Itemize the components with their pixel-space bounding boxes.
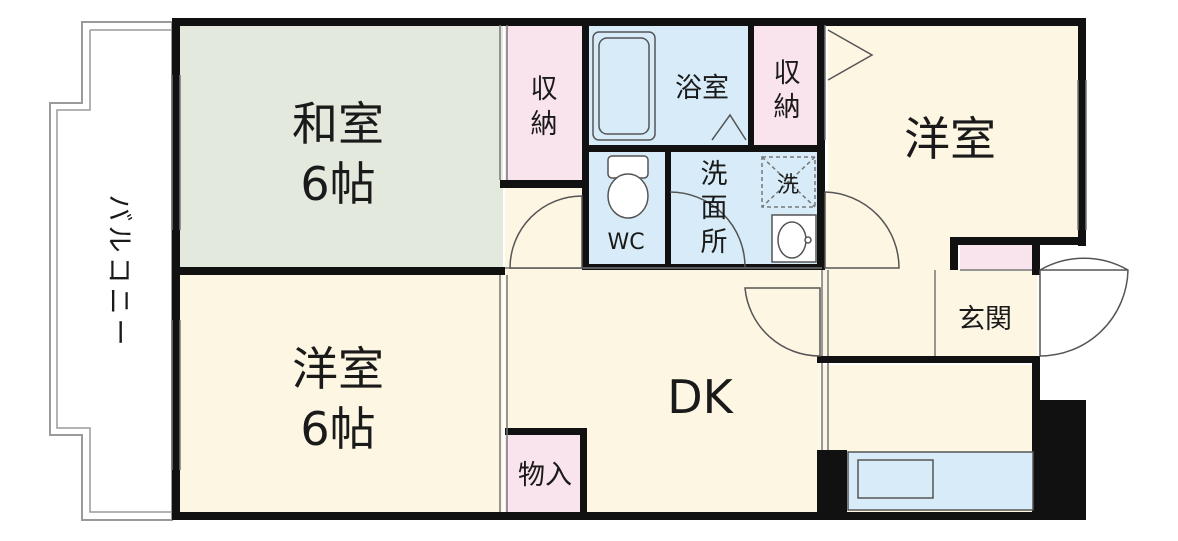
wc-name: WC <box>607 230 644 255</box>
entrance-floor <box>937 270 1037 360</box>
japanese-room-size: 6帖 <box>300 157 375 211</box>
washing-machine-pan-icon <box>761 156 816 208</box>
washroom-name-3: 所 <box>701 227 728 258</box>
balcony-char-3: コ <box>103 257 134 284</box>
shoe-box-floor <box>960 242 1037 270</box>
balcony-char-1: バ <box>103 195 134 222</box>
corridor-floor <box>822 270 937 360</box>
washer-label: 洗 <box>777 173 799 198</box>
storage-right-name-1: 収 <box>774 58 801 89</box>
storage-right-floor <box>753 25 825 145</box>
washbasin-icon <box>771 214 817 263</box>
closet-name: 物入 <box>518 460 572 491</box>
western-room-left-floor <box>178 275 503 513</box>
storage-left-floor <box>505 25 583 185</box>
storage-left-name-2: 納 <box>531 109 558 140</box>
partitions <box>171 25 1087 512</box>
western-room-right-floor <box>828 25 1080 270</box>
balcony-char-2: ル <box>103 226 134 253</box>
western-room-left-size: 6帖 <box>300 402 375 456</box>
walls <box>172 18 1086 520</box>
balcony-label: バ ル コ ニ ー <box>103 195 134 346</box>
japanese-room-floor <box>178 25 503 270</box>
western-room-left-name: 洋室 <box>292 342 384 396</box>
kitchen-counter-icon <box>847 451 1034 511</box>
balcony-char-5: ー <box>103 319 134 346</box>
toilet-icon <box>607 155 649 219</box>
washroom-name-2: 面 <box>701 193 728 224</box>
closet-floor <box>505 430 583 513</box>
bathtub-icon <box>592 31 747 141</box>
storage-right-name-2: 納 <box>774 92 801 123</box>
western-room-right-name: 洋室 <box>904 112 996 166</box>
storage-left-name-1: 収 <box>531 74 558 105</box>
japanese-room-name: 和室 <box>292 97 384 151</box>
washroom-name-1: 洗 <box>701 159 728 190</box>
entrance-name: 玄関 <box>958 304 1012 335</box>
balcony-char-4: ニ <box>103 288 134 315</box>
dk-name: DK <box>667 370 734 424</box>
door-swing-icon <box>509 29 1129 357</box>
bath-name: 浴室 <box>675 73 729 104</box>
